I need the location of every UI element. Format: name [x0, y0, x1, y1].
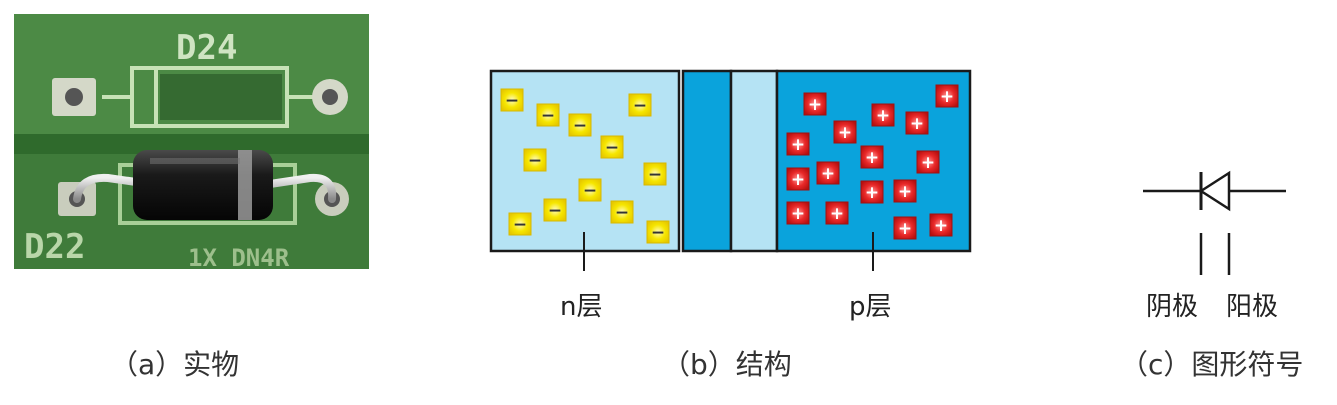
- svg-text:+: +: [791, 135, 805, 155]
- hole-carrier: +: [860, 145, 884, 169]
- electron-carrier: −: [643, 162, 667, 186]
- svg-text:+: +: [830, 204, 844, 224]
- svg-text:−: −: [548, 201, 562, 221]
- svg-text:+: +: [898, 182, 912, 202]
- hole-carrier: +: [871, 103, 895, 127]
- svg-text:+: +: [865, 183, 879, 203]
- svg-text:+: +: [791, 204, 805, 224]
- svg-text:+: +: [940, 87, 954, 107]
- diode-band: [238, 150, 252, 220]
- electron-group: −−−−−−−−−−−−: [500, 88, 670, 244]
- svg-text:−: −: [648, 165, 662, 185]
- hole-carrier: +: [905, 111, 929, 135]
- symbol-triangle: [1198, 170, 1231, 212]
- svg-text:+: +: [838, 123, 852, 143]
- hole-carrier: +: [929, 213, 953, 237]
- svg-text:−: −: [528, 151, 542, 171]
- hole-carrier: +: [833, 120, 857, 144]
- electron-carrier: −: [600, 135, 624, 159]
- diode-body: [133, 150, 273, 220]
- hole-carrier: +: [935, 84, 959, 108]
- pad-top-left: [52, 78, 96, 116]
- electron-carrier: −: [628, 93, 652, 117]
- pcb-label-d22: D22: [24, 227, 85, 267]
- silkscreen-fill: [160, 74, 282, 120]
- svg-text:+: +: [910, 114, 924, 134]
- electron-carrier: −: [523, 148, 547, 172]
- silkscreen-d24: [102, 66, 316, 128]
- hole-carrier: +: [803, 92, 827, 116]
- svg-text:+: +: [898, 219, 912, 239]
- svg-text:−: −: [583, 181, 597, 201]
- electron-carrier: −: [578, 178, 602, 202]
- n-layer-label: n层: [560, 292, 603, 322]
- electron-carrier: −: [543, 198, 567, 222]
- hole-carrier: +: [816, 161, 840, 185]
- caption-c: （c）图形符号: [1120, 348, 1304, 381]
- electron-carrier: −: [646, 220, 670, 244]
- diode-lead-left: [73, 173, 154, 203]
- hole-carrier: +: [786, 167, 810, 191]
- svg-text:−: −: [605, 138, 619, 158]
- svg-text:+: +: [865, 148, 879, 168]
- svg-text:+: +: [921, 153, 935, 173]
- electron-carrier: −: [568, 113, 592, 137]
- p-layer-label: p层: [849, 292, 892, 322]
- svg-text:−: −: [573, 116, 587, 136]
- svg-text:−: −: [651, 223, 665, 243]
- svg-text:+: +: [791, 170, 805, 190]
- diode-lead-right: [266, 173, 337, 203]
- pcb-photo: D24 D22 1X DN4R: [14, 14, 369, 272]
- hole-carrier: +: [786, 201, 810, 225]
- electron-carrier: −: [508, 212, 532, 236]
- svg-text:+: +: [876, 106, 890, 126]
- pcb-label-d24: D24: [176, 28, 237, 68]
- electron-carrier: −: [500, 88, 524, 112]
- hole-carrier: +: [916, 150, 940, 174]
- pad-top-right: [312, 79, 348, 115]
- svg-text:−: −: [541, 106, 555, 126]
- hole-carrier: +: [860, 180, 884, 204]
- hole-carrier: +: [893, 216, 917, 240]
- hole-carrier: +: [825, 201, 849, 225]
- svg-text:+: +: [934, 216, 948, 236]
- caption-b: （b）结构: [662, 348, 792, 381]
- diode-symbol: [1143, 170, 1286, 275]
- junction-left: [681, 69, 733, 253]
- anode-label: 阳极: [1226, 292, 1279, 322]
- electron-carrier: −: [610, 200, 634, 224]
- hole-carrier: +: [893, 179, 917, 203]
- pcb-label-part: 1X DN4R: [188, 244, 290, 272]
- hole-group: ++++++++++++++++: [786, 84, 959, 240]
- junction-right: [729, 69, 779, 253]
- svg-text:−: −: [513, 215, 527, 235]
- svg-text:+: +: [808, 95, 822, 115]
- svg-text:−: −: [633, 96, 647, 116]
- pn-structure: −−−−−−−−−−−− ++++++++++++++++: [489, 69, 972, 271]
- hole-carrier: +: [786, 132, 810, 156]
- svg-text:+: +: [821, 164, 835, 184]
- cathode-label: 阴极: [1146, 292, 1199, 322]
- electron-carrier: −: [536, 103, 560, 127]
- svg-text:−: −: [505, 91, 519, 111]
- svg-text:−: −: [615, 203, 629, 223]
- caption-a: （a）实物: [110, 348, 240, 381]
